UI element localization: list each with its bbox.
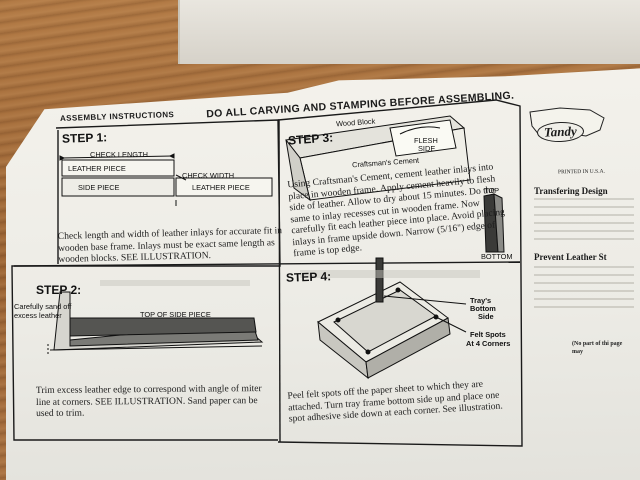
carefully-sand-label: Carefully sand off — [14, 302, 72, 311]
check-width-label: CHECK WIDTH — [182, 171, 235, 180]
step1-title: STEP 1: — [61, 130, 108, 146]
right-panel-border — [277, 99, 523, 447]
side-piece-label: SIDE PIECE — [78, 183, 120, 192]
bleed-through-text — [100, 270, 480, 286]
felt-spots-label: Felt Spots — [470, 330, 506, 339]
step-divider-v — [278, 119, 281, 443]
check-length-label: CHECK LENGTH — [90, 150, 148, 159]
copyright-note: (No part of thi page may — [572, 341, 623, 355]
step4-illustration — [317, 257, 467, 380]
leather-piece-right-label: LEATHER PIECE — [192, 183, 250, 192]
bottom-label: BOTTOM — [481, 252, 513, 261]
step-divider-h — [13, 261, 521, 267]
prevent-leather-heading: Prevent Leather St — [534, 252, 607, 262]
step2-text: Trim excess leather edge to correspond w… — [35, 383, 262, 420]
top-of-side-piece-label: TOP OF SIDE PIECE — [140, 310, 211, 319]
step1-illustration — [59, 153, 273, 206]
step1-text: Check length and width of leather inlays… — [57, 225, 283, 266]
transfering-design-body — [534, 198, 634, 244]
printed-in-usa: PRINTED IN U.S.A. — [557, 168, 605, 176]
trays-label: Tray's — [470, 296, 492, 305]
prevent-leather-body — [534, 266, 634, 314]
step4-title: STEP 4: — [285, 269, 332, 285]
left-panel-border — [11, 119, 281, 441]
step2-title: STEP 2: — [36, 283, 82, 297]
cardboard-box — [178, 0, 640, 64]
flesh-side-label: SIDE — [418, 144, 436, 153]
step3-illustration — [285, 115, 505, 253]
leather-piece-label: LEATHER PIECE — [68, 164, 126, 173]
flesh-label: FLESH — [414, 136, 438, 145]
excess-leather-label: excess leather — [14, 311, 62, 320]
four-corners-label: At 4 Corners — [466, 339, 511, 348]
top-label: TOP — [484, 186, 500, 195]
trays-side-label: Side — [478, 312, 494, 321]
trays-bottom-label: Bottom — [470, 304, 496, 313]
transfering-design-heading: Transfering Design — [534, 186, 608, 196]
step2-illustration — [47, 291, 264, 356]
